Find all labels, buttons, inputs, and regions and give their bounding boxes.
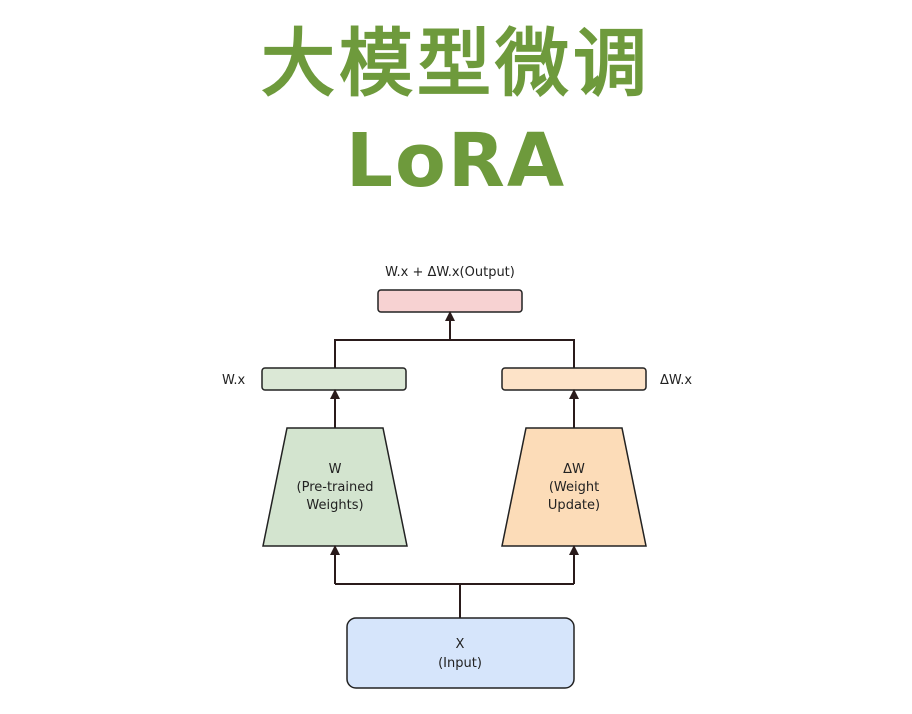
input-box-subtitle: (Input) <box>438 656 482 671</box>
delta-w-block-line2: (Weight <box>549 480 599 495</box>
delta-w-block-line3: Update) <box>548 498 600 513</box>
w-block-title: W <box>329 462 342 477</box>
right-output-box <box>501 367 647 391</box>
w-block-line2: (Pre-trained <box>297 480 374 495</box>
output-box <box>377 289 523 313</box>
w-block-line3: Weights) <box>306 498 363 513</box>
input-box-title: X <box>456 637 465 652</box>
w-block <box>262 427 408 547</box>
delta-w-block-title: ΔW <box>563 462 585 477</box>
connector-merge <box>334 339 575 368</box>
title-lora: LoRA <box>345 118 567 204</box>
input-box <box>346 617 575 689</box>
left-output-box <box>261 367 407 391</box>
left-output-label: W.x <box>222 373 245 388</box>
output-label: W.x + ΔW.x(Output) <box>385 265 515 280</box>
delta-w-block <box>501 427 647 547</box>
title-chinese: 大模型微调 <box>261 21 651 107</box>
right-output-label: ΔW.x <box>660 373 692 388</box>
